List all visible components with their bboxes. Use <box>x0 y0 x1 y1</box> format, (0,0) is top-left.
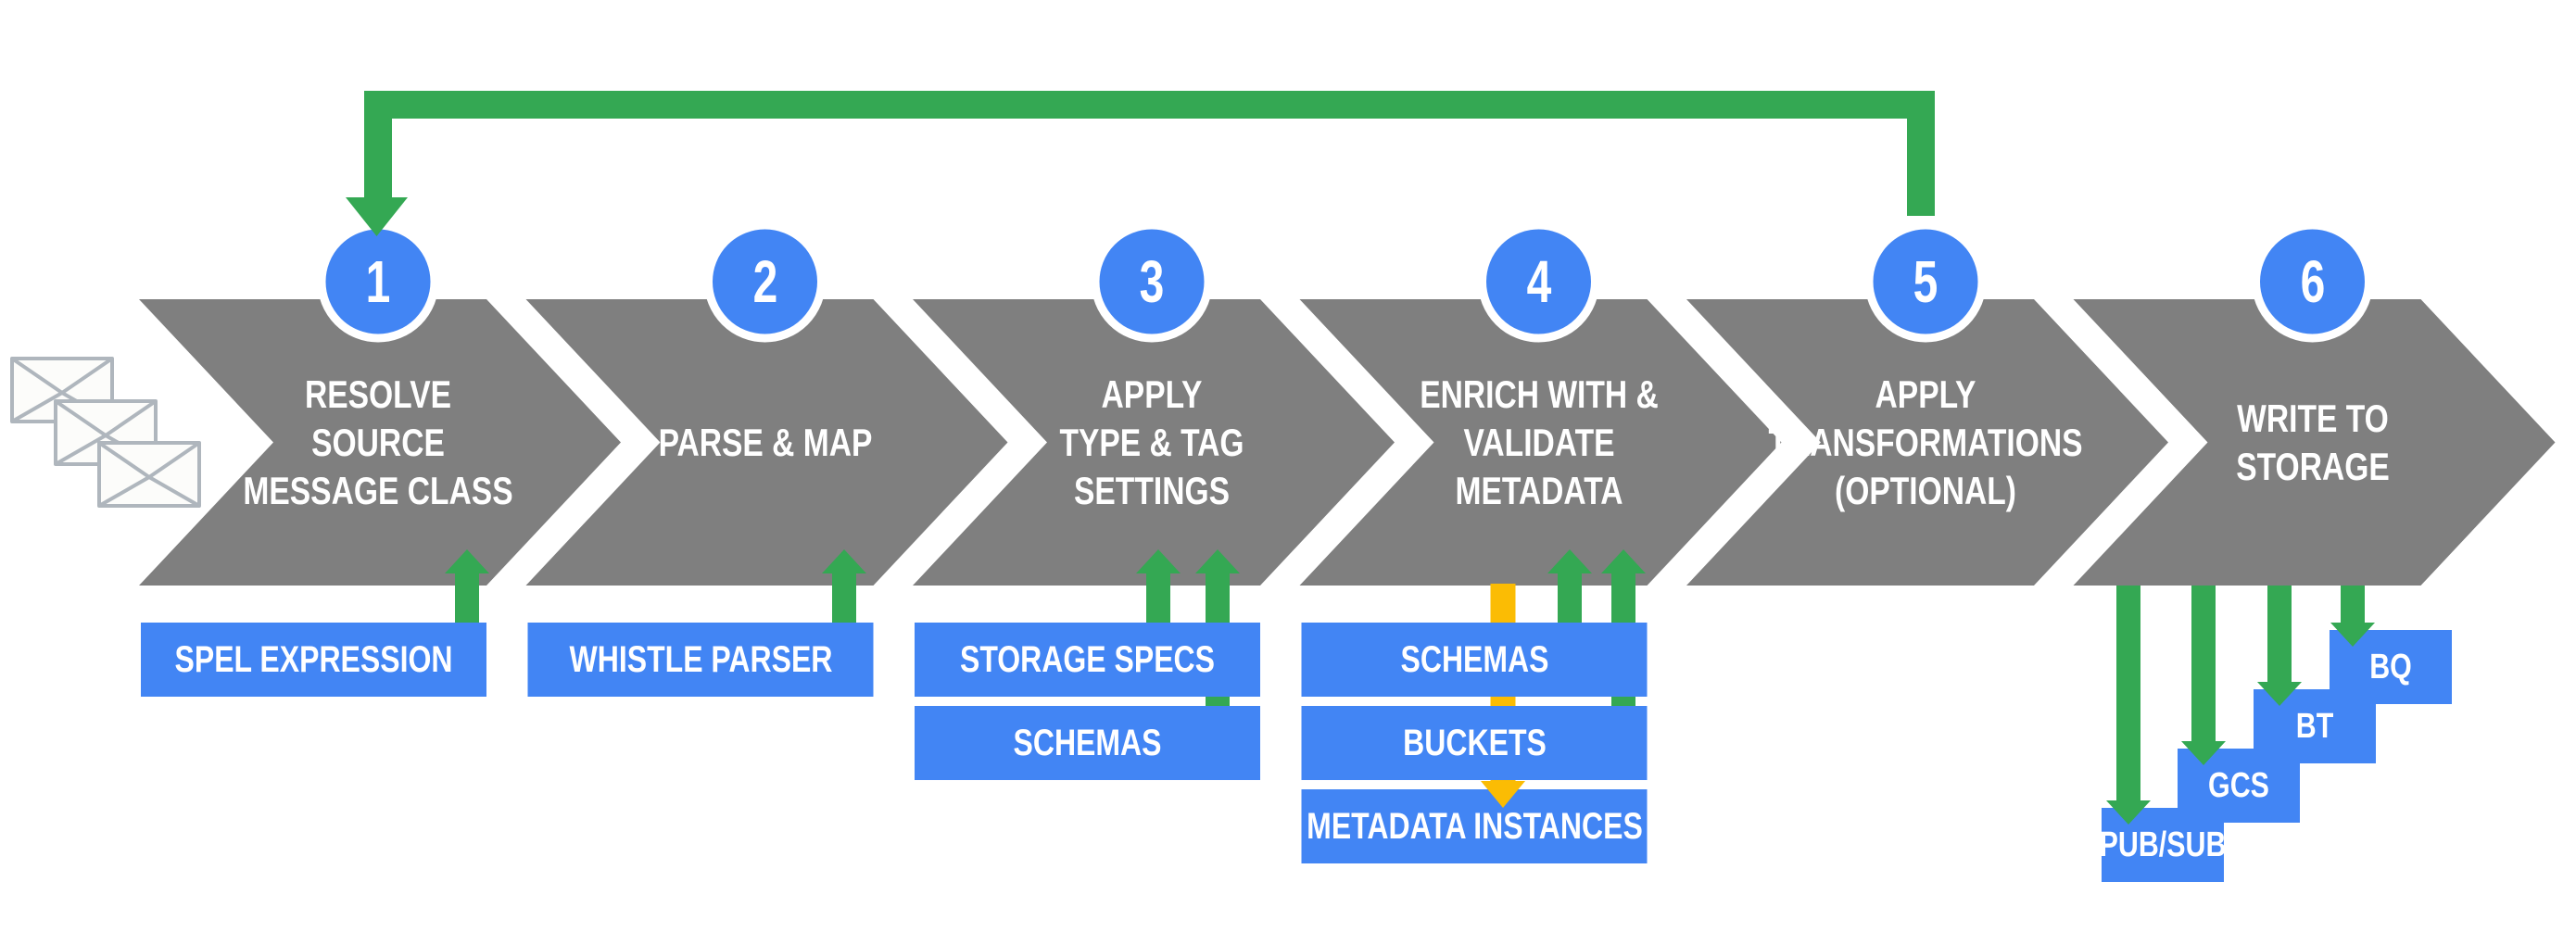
metadata-instances-box <box>1301 789 1648 863</box>
step-3-title: APPLY TYPE & TAG SETTINGS <box>1059 372 1244 512</box>
whistle-parser-label: WHISTLE PARSER <box>569 638 832 680</box>
step-4-title: ENRICH WITH & VALIDATE METADATA <box>1419 372 1659 512</box>
envelope-icon <box>97 441 201 508</box>
step4-to-metadata-arrowhead <box>1481 781 1525 808</box>
step-4-number: 4 <box>1526 248 1551 315</box>
gcs-label: GCS <box>2208 765 2269 805</box>
step-4-chevron <box>1299 299 1782 586</box>
schemas-step4-box <box>1301 623 1648 697</box>
step-4-circle <box>1478 220 1599 343</box>
step-2-number: 2 <box>752 248 777 315</box>
bt-label: BT <box>2295 706 2334 746</box>
step-2-title: PARSE & MAP <box>658 421 872 464</box>
step-6-circle <box>2252 220 2373 343</box>
whistle-to-step2-arrow <box>822 549 866 623</box>
whistle-parser-box <box>527 623 874 697</box>
step-5-number: 5 <box>1913 248 1938 315</box>
step-1-chevron <box>139 299 621 586</box>
step-3-number: 3 <box>1139 248 1165 315</box>
step6-to-bt-arrow <box>2257 586 2302 706</box>
storage-specs-box <box>915 623 1260 697</box>
storage-specs-label: STORAGE SPECS <box>959 638 1216 680</box>
step6-to-bq-arrow <box>2330 586 2375 647</box>
spel-to-step1-arrow <box>445 549 489 623</box>
bq-label: BQ <box>2369 647 2412 686</box>
schemas-step4-label: SCHEMAS <box>1399 638 1549 680</box>
step6-to-pubsub-arrow <box>2106 586 2151 825</box>
schemas-step3-box <box>915 706 1260 780</box>
step-6-title: WRITE TO STORAGE <box>2235 397 2390 488</box>
step-6-chevron <box>2073 299 2556 586</box>
spel-expression-label: SPEL EXPRESSION <box>174 638 453 680</box>
step-3-chevron <box>913 299 1395 586</box>
step6-to-gcs-arrow <box>2181 586 2226 765</box>
buckets-label: BUCKETS <box>1402 722 1547 763</box>
step-6-number: 6 <box>2300 248 2325 315</box>
step-1-number: 1 <box>365 248 391 315</box>
pubsub-label: PUB/SUB <box>2099 825 2227 864</box>
schemas-step3-label: SCHEMAS <box>1013 722 1162 763</box>
step-5-title: APPLY TRANSFORMATIONS (OPTIONAL) <box>1768 372 2083 512</box>
feedback-loop-arrowhead <box>346 197 408 236</box>
feedback-loop-arrow <box>346 91 1935 236</box>
step-5-circle <box>1864 220 1987 343</box>
step-1-title: RESOLVE SOURCE MESSAGE CLASS <box>243 372 513 512</box>
step-3-circle <box>1091 220 1213 343</box>
schemas-to-step4-arrow <box>1547 549 1592 623</box>
messages-envelopes-icon <box>10 357 201 508</box>
buckets-box <box>1301 706 1648 780</box>
step-2-chevron <box>525 299 1008 586</box>
step-5-chevron <box>1686 299 2168 586</box>
metadata-instances-label: METADATA INSTANCES <box>1306 805 1643 847</box>
storage-specs-to-step3-arrow <box>1136 549 1181 623</box>
step-2-circle <box>704 220 826 343</box>
spel-expression-box <box>141 623 486 697</box>
